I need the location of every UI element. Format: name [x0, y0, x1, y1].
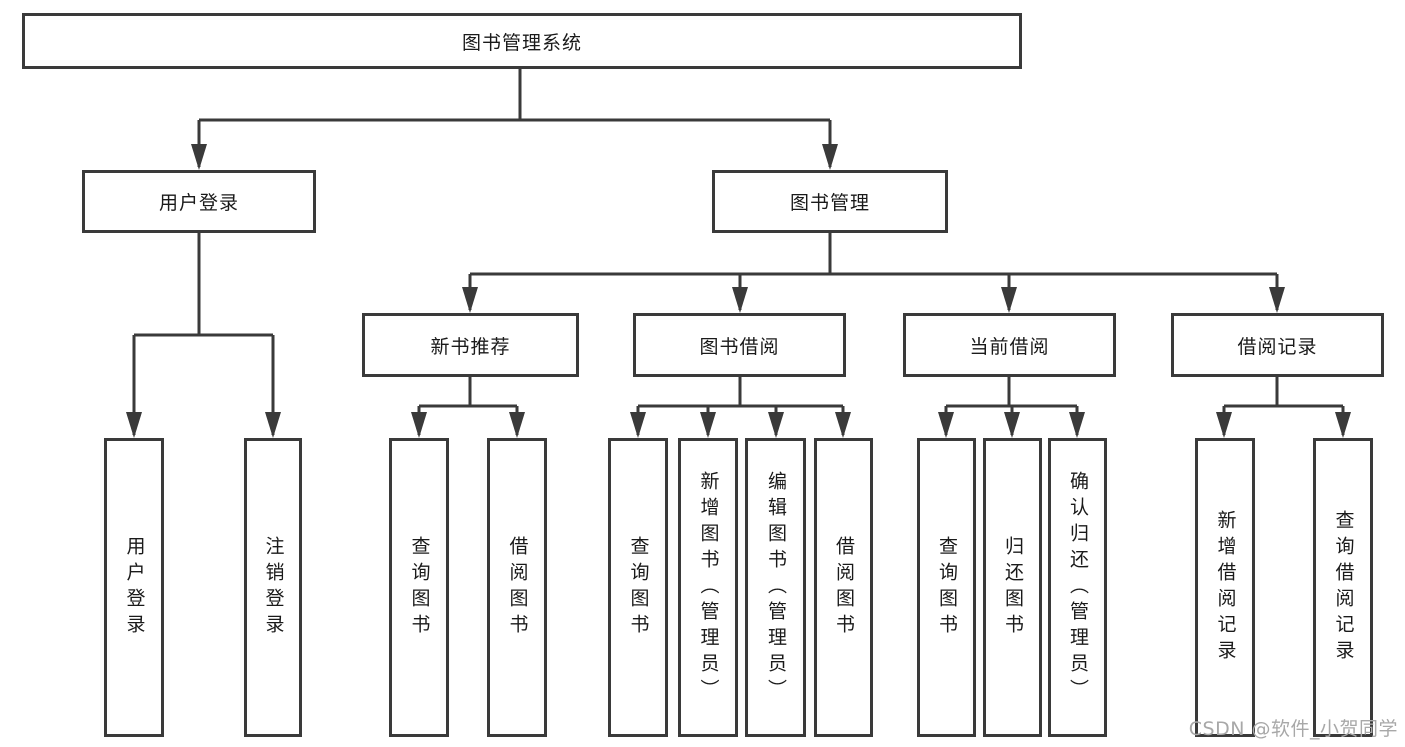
- node-label: 查询图书: [627, 535, 650, 640]
- node-label: 查询图书: [935, 535, 958, 640]
- arrowhead: [938, 412, 954, 438]
- node-label: 新增图书（管理员）: [697, 470, 720, 705]
- node-label: 注销登录: [262, 535, 285, 640]
- node-leaf-borrow-book-1: 借阅图书: [487, 438, 547, 737]
- node-leaf-query-book-3: 查询图书: [917, 438, 976, 737]
- arrowhead: [411, 412, 427, 438]
- arrowhead: [768, 412, 784, 438]
- node-borrowing-records: 借阅记录: [1171, 313, 1384, 377]
- node-label: 新增借阅记录: [1214, 509, 1237, 666]
- node-label: 确认归还（管理员）: [1066, 470, 1089, 705]
- arrowhead: [732, 287, 748, 313]
- arrowhead: [1001, 287, 1017, 313]
- node-leaf-query-book-2: 查询图书: [608, 438, 668, 737]
- arrowhead: [1069, 412, 1085, 438]
- node-book-management: 图书管理: [712, 170, 948, 233]
- node-leaf-return-book: 归还图书: [983, 438, 1042, 737]
- node-user-login: 用户登录: [82, 170, 316, 233]
- node-label: 用户登录: [123, 535, 146, 640]
- arrowhead: [191, 144, 207, 170]
- arrowhead: [462, 287, 478, 313]
- node-label: 新书推荐: [430, 335, 511, 358]
- node-label: 当前借阅: [969, 335, 1050, 358]
- node-current-borrowing: 当前借阅: [903, 313, 1116, 377]
- node-leaf-query-book-1: 查询图书: [389, 438, 449, 737]
- node-book-borrowing: 图书借阅: [633, 313, 846, 377]
- arrowhead: [1335, 412, 1351, 438]
- node-label: 借阅记录: [1237, 335, 1318, 358]
- node-leaf-add-borrow-record: 新增借阅记录: [1195, 438, 1255, 737]
- connector-book-borrowing-to-leaves: [636, 377, 845, 435]
- arrowhead: [630, 412, 646, 438]
- arrowhead: [1216, 412, 1232, 438]
- node-label: 图书借阅: [699, 335, 780, 358]
- arrowhead: [822, 144, 838, 170]
- arrowhead: [1269, 287, 1285, 313]
- node-label: 归还图书: [1001, 535, 1024, 640]
- node-label: 图书管理系统: [461, 31, 582, 54]
- connector-book-management-to-level3: [468, 233, 1279, 310]
- arrowhead: [700, 412, 716, 438]
- node-label: 图书管理: [789, 192, 870, 214]
- node-label: 借阅图书: [506, 535, 529, 640]
- node-leaf-query-borrow-record: 查询借阅记录: [1313, 438, 1373, 737]
- connector-root-to-level2: [197, 69, 832, 167]
- connector-user-login-to-leaves: [132, 233, 275, 435]
- connector-new-book-recommend-to-leaves: [417, 377, 519, 435]
- node-leaf-logout: 注销登录: [244, 438, 302, 737]
- node-leaf-confirm-return-admin: 确认归还（管理员）: [1048, 438, 1107, 737]
- arrowhead: [265, 412, 281, 438]
- arrowhead: [126, 412, 142, 438]
- node-new-book-recommend: 新书推荐: [362, 313, 579, 377]
- node-leaf-edit-book-admin: 编辑图书（管理员）: [745, 438, 806, 737]
- node-label: 借阅图书: [832, 535, 855, 640]
- node-label: 用户登录: [158, 192, 239, 214]
- node-label: 查询图书: [408, 535, 431, 640]
- arrowhead: [1004, 412, 1020, 438]
- node-label: 查询借阅记录: [1332, 509, 1355, 666]
- arrowhead: [509, 412, 525, 438]
- node-leaf-borrow-book-2: 借阅图书: [814, 438, 873, 737]
- node-root: 图书管理系统: [22, 13, 1022, 69]
- node-label: 编辑图书（管理员）: [764, 470, 787, 705]
- arrowhead: [835, 412, 851, 438]
- connector-borrowing-records-to-leaves: [1222, 377, 1345, 435]
- csdn-watermark: CSDN @软件_小贺同学: [1188, 718, 1398, 740]
- node-leaf-user-login: 用户登录: [104, 438, 164, 737]
- node-leaf-add-book-admin: 新增图书（管理员）: [678, 438, 738, 737]
